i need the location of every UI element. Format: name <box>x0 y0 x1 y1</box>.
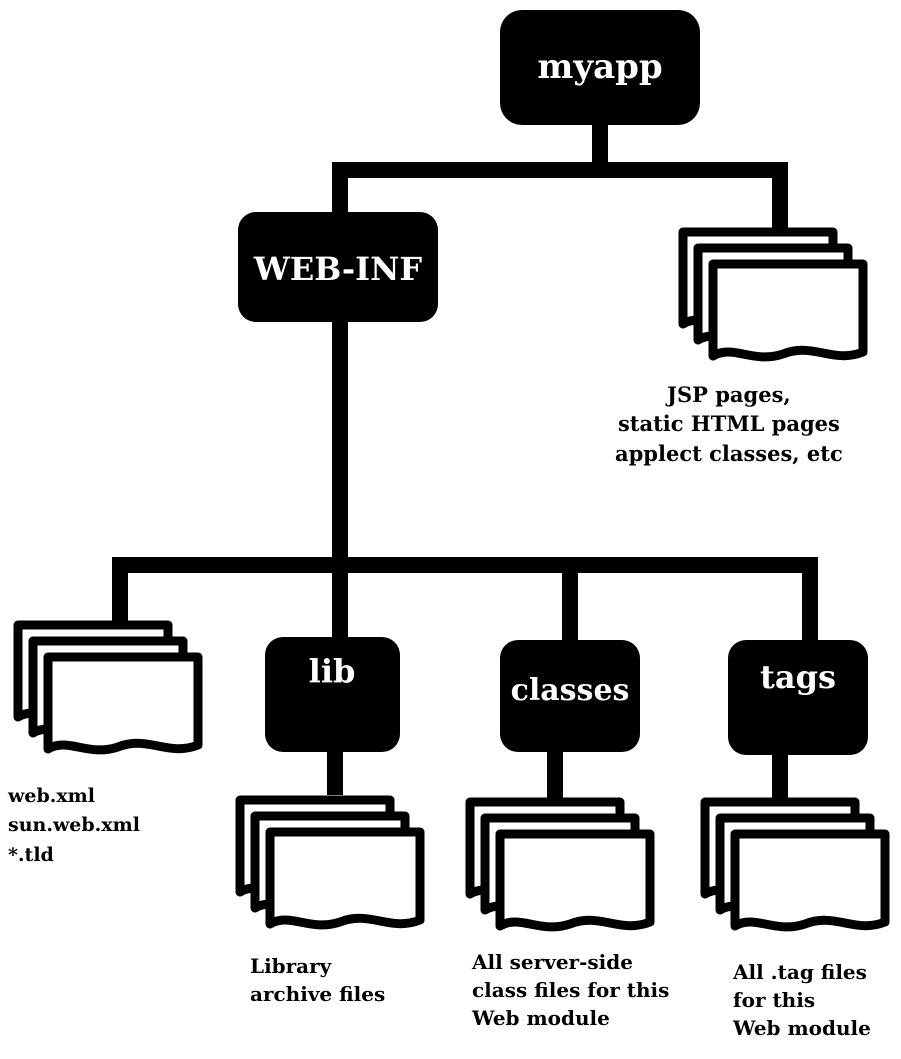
node-tags: tags <box>728 640 868 755</box>
node-classes-label: classes <box>511 673 630 708</box>
caption-line: static HTML pages <box>617 411 840 437</box>
caption-line: sun.web.xml <box>8 814 140 837</box>
document-stack-icon <box>240 800 420 925</box>
caption-tags-files: All .tag files for this Web module <box>733 958 871 1042</box>
node-web-inf-label: WEB-INF <box>253 250 422 288</box>
caption-line: JSP pages, <box>667 382 791 407</box>
node-lib-label: lib <box>309 652 356 690</box>
node-classes: classes <box>500 640 640 752</box>
caption-line: archive files <box>250 982 386 1006</box>
node-myapp: myapp <box>500 10 700 125</box>
document-stack-icon <box>683 232 863 357</box>
caption-line: All server-side <box>472 950 633 974</box>
node-myapp-label: myapp <box>537 47 662 87</box>
caption-line: Web module <box>733 1016 871 1040</box>
document-stack-icon <box>705 802 885 927</box>
caption-line: Library <box>250 954 332 978</box>
caption-line: class files for this <box>472 978 670 1002</box>
caption-line: web.xml <box>8 785 95 807</box>
document-stack-icon <box>18 625 198 750</box>
caption-root-files: JSP pages, static HTML pages applect cla… <box>615 380 843 468</box>
caption-line: All .tag files <box>733 960 867 984</box>
caption-classes-files: All server-side class files for this Web… <box>472 948 669 1032</box>
caption-web-inf-files: web.xml sun.web.xml *.tld <box>8 782 140 870</box>
caption-line: *.tld <box>8 843 54 866</box>
caption-lib-files: Library archive files <box>250 952 385 1008</box>
caption-line: Web module <box>472 1006 610 1030</box>
caption-line: applect classes, etc <box>615 440 843 466</box>
node-tags-label: tags <box>760 658 836 696</box>
node-web-inf: WEB-INF <box>238 212 438 322</box>
document-stack-icon <box>470 802 650 927</box>
node-lib: lib <box>265 637 400 752</box>
caption-line: for this <box>733 988 816 1012</box>
